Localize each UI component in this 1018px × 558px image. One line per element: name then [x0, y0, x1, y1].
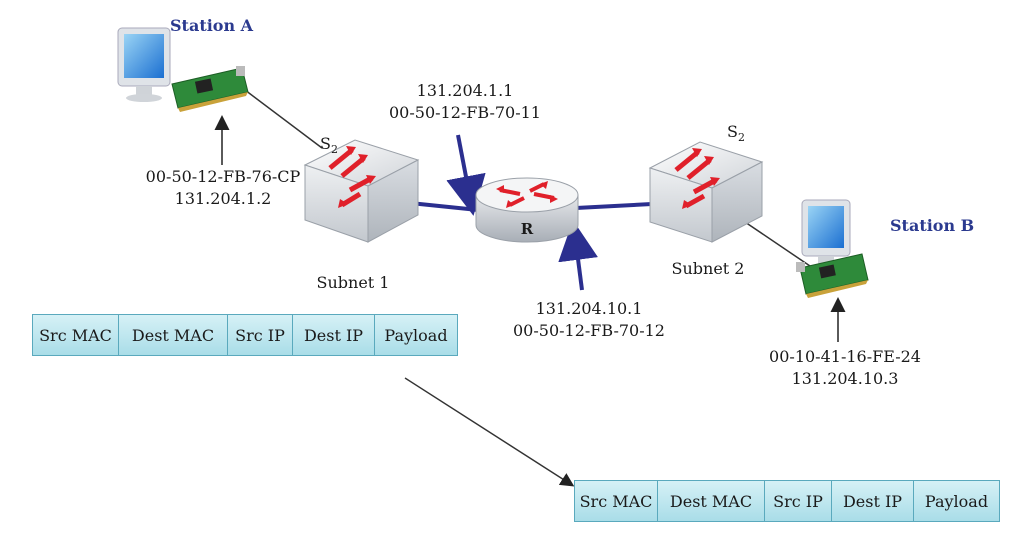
router-iface2-pointer	[558, 220, 598, 291]
cable-b-to-switch	[741, 219, 811, 267]
frame1-src-ip: Src IP	[228, 315, 293, 355]
station-b-label: Station B	[890, 216, 975, 235]
station-a-address-block: 00-50-12-FB-76-CP 131.204.1.2	[128, 166, 318, 210]
switch-1-label: S2	[320, 134, 338, 156]
router-iface1-address-block: 131.204.1.1 00-50-12-FB-70-11	[370, 80, 560, 124]
switch-1	[303, 139, 420, 243]
station-b-computer	[801, 199, 851, 266]
router-iface1-ip: 131.204.1.1	[416, 81, 514, 100]
station-b-nic-card	[796, 253, 869, 298]
subnet-1-label: Subnet 1	[316, 273, 390, 292]
switch-1-label-main: S	[320, 134, 331, 153]
router-device	[475, 177, 579, 243]
link-router-switch2	[575, 202, 653, 210]
station-b-address-block: 00-10-41-16-FE-24 131.204.10.3	[750, 346, 940, 390]
frame-forward-arrow	[404, 377, 575, 487]
station-b-ip: 131.204.10.3	[791, 369, 899, 388]
switch-1-label-sub: 2	[330, 143, 338, 157]
frame1-payload: Payload	[384, 325, 448, 345]
frame2-src-mac: Src MAC	[575, 481, 658, 521]
switch-2-label: S2	[727, 122, 745, 144]
frame2-payload: Payload	[924, 491, 989, 511]
frame1-dest-ip: Dest IP	[293, 315, 375, 355]
router-iface2-mac: 00-50-12-FB-70-12	[513, 321, 665, 340]
station-a-label: Station A	[170, 16, 254, 35]
station-b-mac: 00-10-41-16-FE-24	[769, 347, 921, 366]
frame2-dest-ip: Dest IP	[832, 481, 914, 521]
frame-subnet-2: Src MAC Dest MAC Src IP Dest IP Payload	[574, 480, 1000, 522]
station-a-ip: 131.204.1.2	[174, 189, 272, 208]
frame1-src-mac: Src MAC	[33, 315, 119, 355]
frame1-dest-mac: Dest MAC	[119, 315, 228, 355]
router-iface1-mac: 00-50-12-FB-70-11	[389, 103, 541, 122]
station-a-nic-card	[171, 66, 249, 112]
router-label: R	[520, 220, 534, 238]
station-a-mac: 00-50-12-FB-76-CP	[145, 167, 301, 186]
station-a-computer	[117, 27, 171, 102]
frame2-dest-mac: Dest MAC	[658, 481, 765, 521]
subnet-2-label: Subnet 2	[671, 259, 745, 278]
frame2-src-ip: Src IP	[765, 481, 832, 521]
link-switch1-router	[409, 201, 479, 212]
switch-2	[648, 141, 764, 243]
switch-2-label-sub: 2	[737, 131, 745, 145]
frame-subnet-1: Src MAC Dest MAC Src IP Dest IP Payload	[32, 314, 458, 356]
switch-2-label-main: S	[727, 122, 738, 141]
router-iface2-ip: 131.204.10.1	[535, 299, 643, 318]
router-iface1-pointer	[446, 134, 486, 216]
router-iface2-address-block: 131.204.10.1 00-50-12-FB-70-12	[494, 298, 684, 342]
cable-a-to-switch	[244, 89, 323, 149]
